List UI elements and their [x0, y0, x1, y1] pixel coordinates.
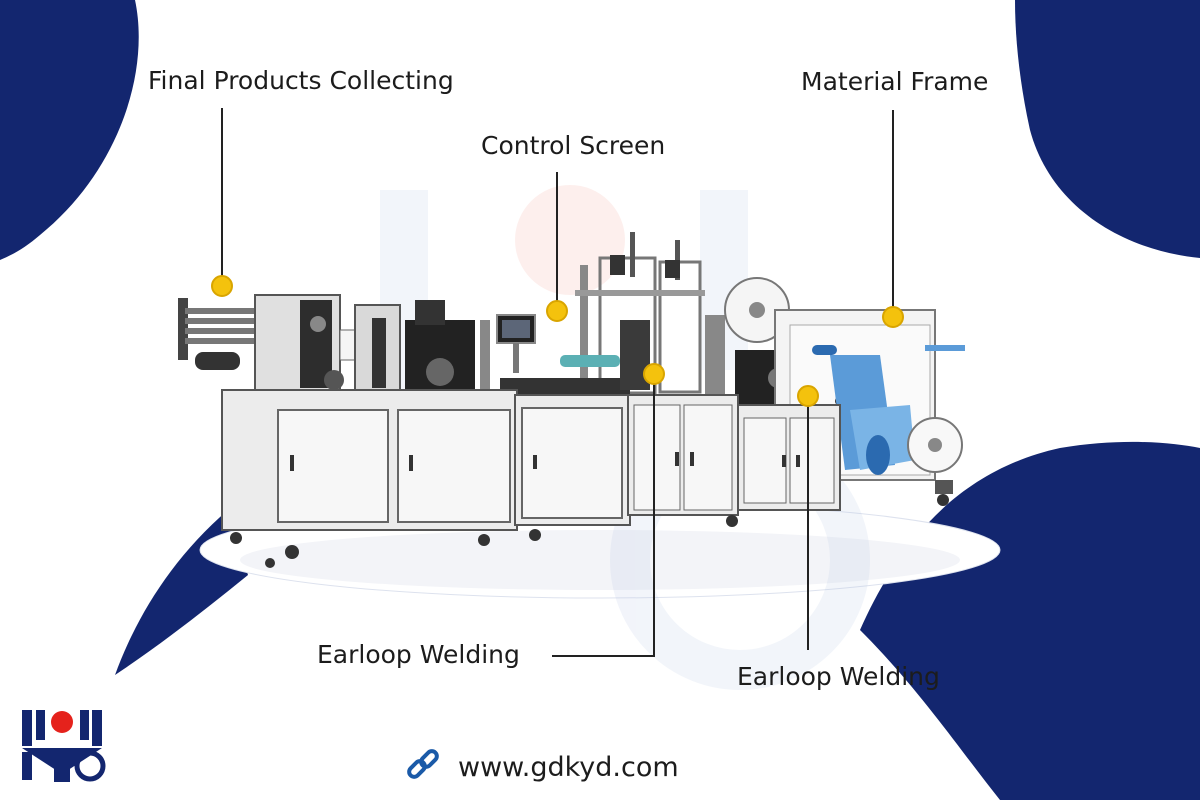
label-material-frame: Material Frame: [801, 67, 989, 96]
leader-earloop-left: [552, 375, 655, 657]
label-earloop-welding-right: Earloop Welding: [737, 662, 940, 691]
marker-earloop-right: [797, 385, 819, 407]
label-final-products: Final Products Collecting: [148, 66, 454, 95]
bg-blob-top-left: [0, 0, 139, 260]
bg-blob-top-right: [1015, 0, 1200, 258]
bg-blob-bottom-right: [860, 441, 1200, 800]
footer-url-link[interactable]: www.gdkyd.com: [458, 752, 679, 783]
marker-control-screen: [546, 300, 568, 322]
marker-earloop-left: [643, 363, 665, 385]
base-cabinets: [221, 389, 949, 568]
floor-shadow-inner: [240, 530, 960, 590]
markers: [211, 275, 904, 407]
label-control-screen: Control Screen: [481, 131, 666, 160]
kyd-logo: [22, 710, 106, 782]
marker-final-products: [211, 275, 233, 297]
label-earloop-welding-left: Earloop Welding: [317, 640, 520, 669]
marker-material-frame: [882, 306, 904, 328]
link-icon: [407, 749, 439, 779]
final-products-unit: [178, 294, 391, 396]
leader-lines: [221, 108, 894, 657]
